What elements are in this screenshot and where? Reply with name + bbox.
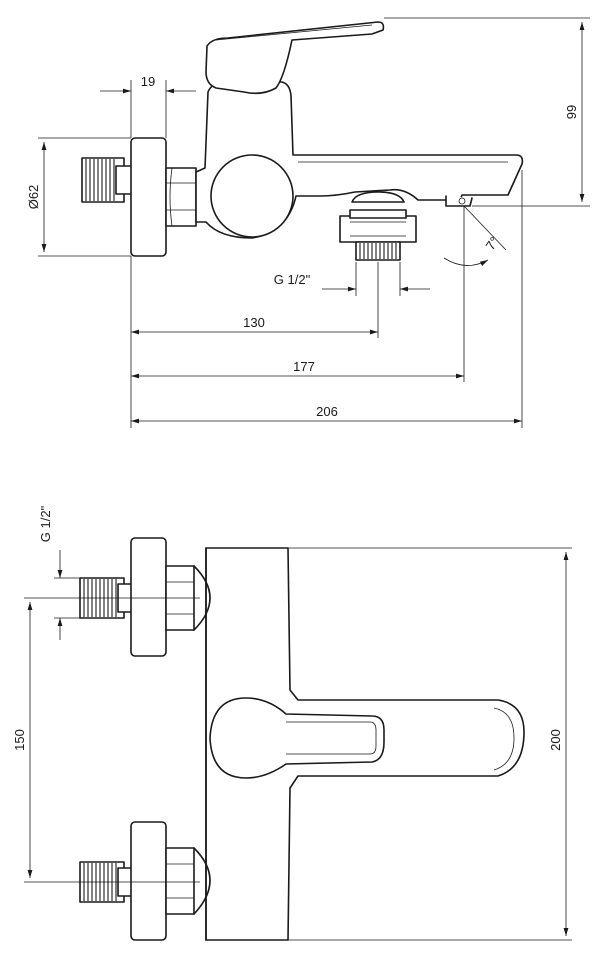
cartridge-housing-side xyxy=(210,154,294,238)
lever-side xyxy=(205,21,385,95)
lever-top xyxy=(209,697,515,779)
dim-total-length: 206 xyxy=(131,170,523,428)
dim-flange-diameter: Ø62 xyxy=(26,137,131,257)
dim-label-200: 200 xyxy=(548,729,563,751)
top-view: G 1/2" 150 200 xyxy=(12,505,572,941)
dim-height: 99 xyxy=(384,17,590,207)
dim-inlet-spacing: 150 xyxy=(12,597,200,883)
dim-label-130: 130 xyxy=(243,315,265,330)
dim-spout-angle: 7° xyxy=(443,205,507,272)
dim-label-inlet-g12: G 1/2" xyxy=(38,505,53,542)
dim-flange-width: 19 xyxy=(100,74,196,138)
dim-label-d62: Ø62 xyxy=(26,185,41,210)
dim-label-outlet-g12: G 1/2" xyxy=(274,272,311,287)
diverter-outlet-side xyxy=(339,191,417,261)
dim-body-width: 200 xyxy=(288,547,572,941)
side-view: 19 Ø62 99 7° G 1/2" xyxy=(26,17,590,428)
dim-label-7deg: 7° xyxy=(483,234,502,253)
dim-label-206: 206 xyxy=(316,404,338,419)
hex-nut-side xyxy=(165,167,197,227)
dim-label-150: 150 xyxy=(12,729,27,751)
inlet-connector-top-upper xyxy=(79,537,211,657)
dim-outlet-distance: 130 xyxy=(130,256,379,428)
wall-flange-side xyxy=(130,137,167,257)
dim-outlet-thread: G 1/2" xyxy=(274,262,430,296)
dim-label-99: 99 xyxy=(564,105,579,119)
faucet-body-top xyxy=(205,547,525,941)
dim-spout-distance: 177 xyxy=(131,272,465,382)
inlet-connector-side xyxy=(81,157,133,203)
inlet-connector-top-lower xyxy=(79,821,211,941)
dim-inlet-thread: G 1/2" xyxy=(38,505,80,640)
dim-label-177: 177 xyxy=(293,359,315,374)
dim-label-19: 19 xyxy=(141,74,155,89)
